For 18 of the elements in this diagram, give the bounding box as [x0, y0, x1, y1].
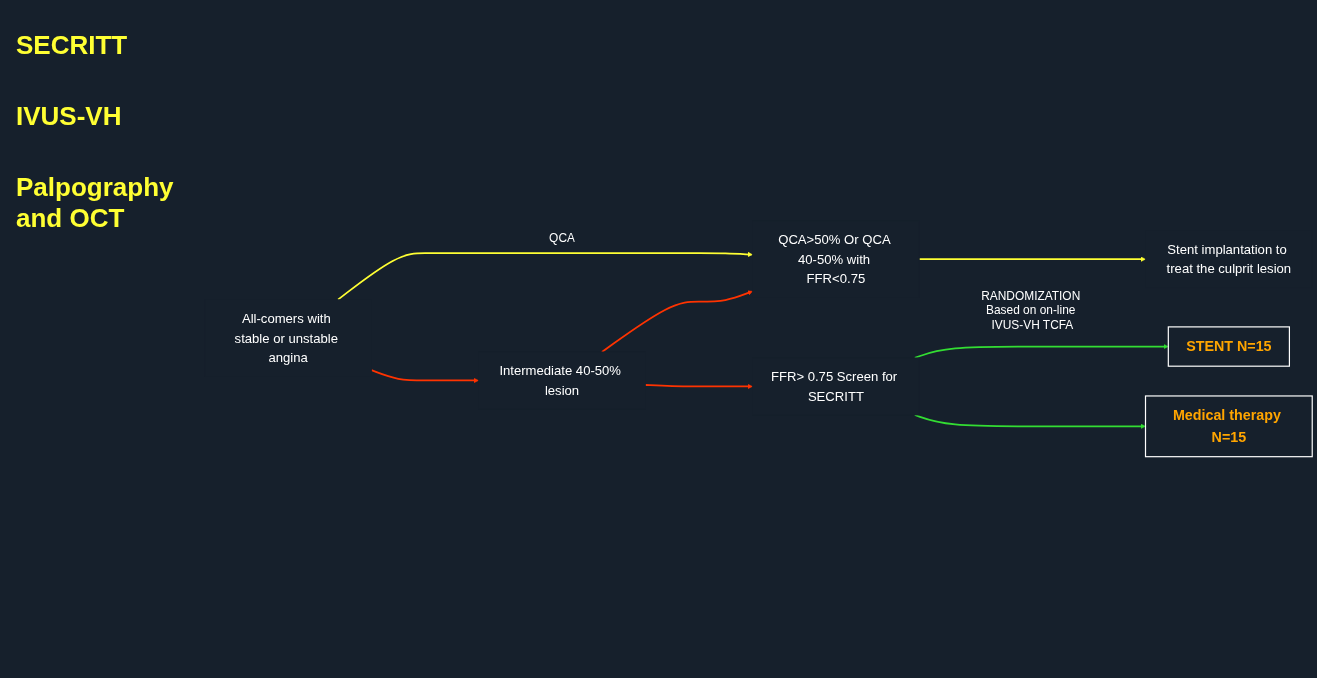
arrow	[913, 344, 1169, 359]
arrow	[918, 256, 1146, 263]
node-text: Intermediate 40-50% lesion	[499, 363, 621, 399]
node-text: Stent implantation to treat the culprit lesion	[1166, 242, 1292, 277]
edge-label: RANDOMIZATION Based on on-line IVUS-VH TCFA	[981, 289, 1081, 332]
note-text: SECRITT	[16, 30, 129, 61]
arrow	[370, 369, 479, 384]
node-text: FFR> 0.75 Screen for SECRITT	[770, 369, 898, 404]
edge-label: QCA	[549, 231, 575, 245]
arrow	[337, 252, 753, 301]
arrow	[644, 384, 753, 390]
node-box: Medical therapy N=15	[1144, 395, 1313, 458]
node-text: All-comers with stable or unstable angina	[234, 311, 339, 366]
note-text: IVUS-VH	[16, 101, 123, 132]
node-box: STENT N=15	[1167, 326, 1290, 368]
node-text: QCA>50% Or QCA 40-50% with FFR<0.75	[778, 232, 890, 287]
arrow	[601, 290, 753, 354]
note-text: Palpography and OCT	[16, 172, 175, 234]
